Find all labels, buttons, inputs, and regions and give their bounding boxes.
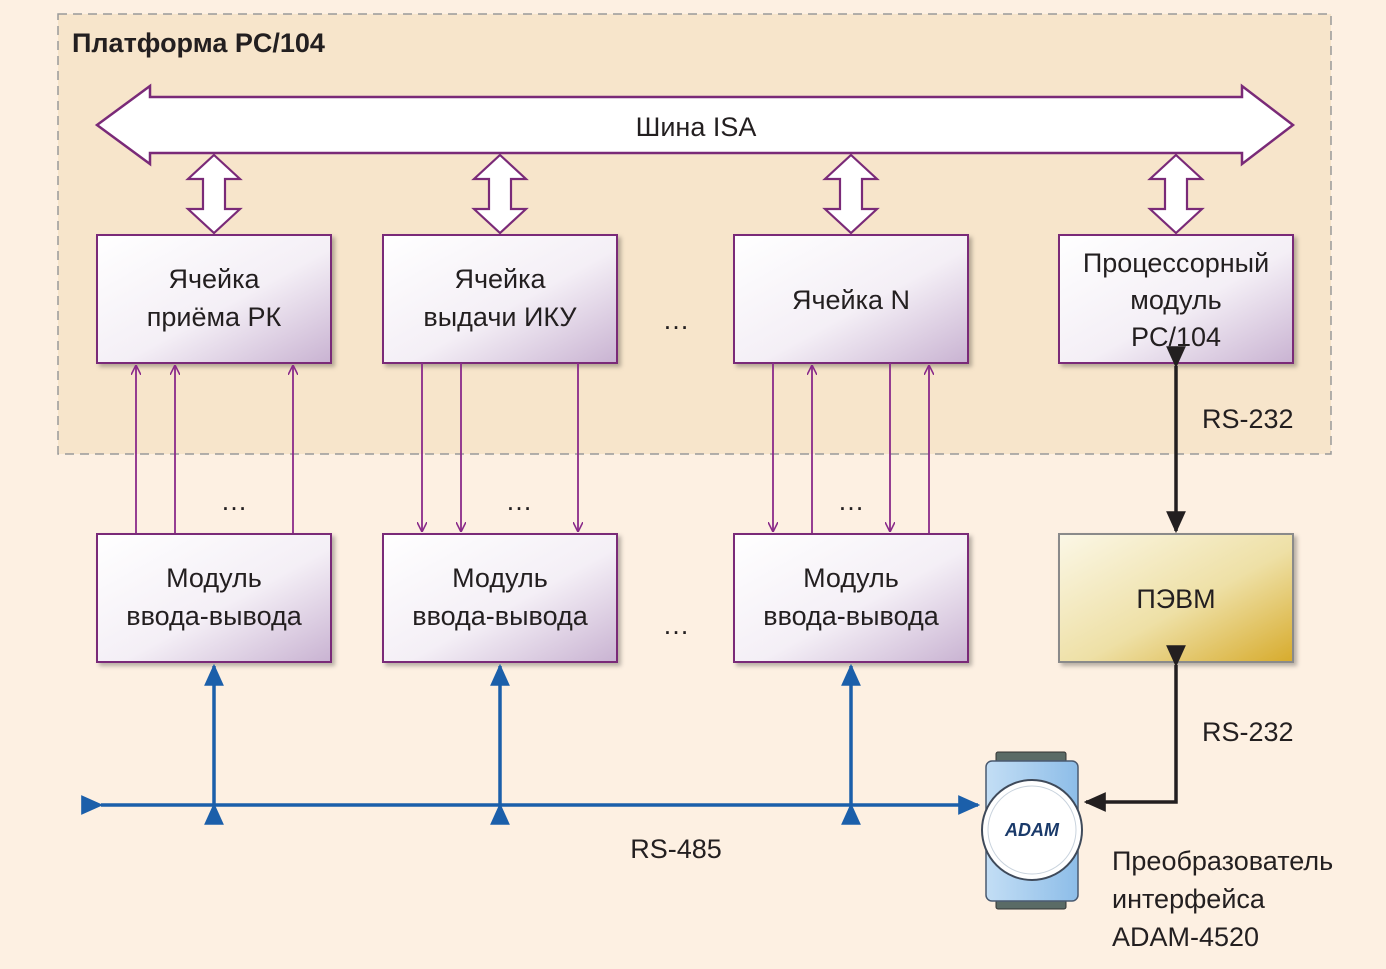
io-module-1: Модуль ввода-вывода bbox=[96, 533, 332, 663]
ellipsis-signals-3: … bbox=[838, 486, 865, 516]
ellipsis-signals-1: … bbox=[221, 486, 248, 516]
rs232-label-bottom: RS-232 bbox=[1202, 717, 1294, 747]
adam-converter: ADAM bbox=[981, 751, 1083, 910]
processor-line1: Процессорный bbox=[1083, 248, 1269, 278]
io-module-2-line2: ввода-вывода bbox=[412, 601, 589, 631]
ellipsis-modules: … bbox=[663, 610, 690, 640]
processor-line2: модуль bbox=[1130, 285, 1221, 315]
processor-line3: PC/104 bbox=[1131, 322, 1221, 352]
io-module-3-line2: ввода-вывода bbox=[763, 601, 940, 631]
bus-connector-arrow bbox=[185, 153, 243, 235]
bus-connector-arrow bbox=[1147, 153, 1205, 235]
cell-reception-line1: Ячейка bbox=[168, 264, 260, 294]
bus-connectors bbox=[185, 153, 1205, 235]
rs232-label-top: RS-232 bbox=[1202, 404, 1294, 434]
cell-reception: Ячейка приёма РК bbox=[96, 234, 332, 364]
pc-label: ПЭВМ bbox=[1136, 584, 1215, 614]
cell-n-label: Ячейка N bbox=[792, 285, 910, 315]
io-module-3-box bbox=[733, 533, 969, 663]
cell-n-box bbox=[733, 234, 969, 364]
io-module-2: Модуль ввода-вывода bbox=[382, 533, 618, 663]
platform-title: Платформа PC/104 bbox=[72, 28, 325, 58]
cell-reception-box bbox=[96, 234, 332, 364]
io-module-1-line1: Модуль bbox=[166, 563, 262, 593]
cell-output-line1: Ячейка bbox=[454, 264, 546, 294]
isa-bus-arrow bbox=[94, 83, 1296, 167]
pc-box: ПЭВМ bbox=[1058, 533, 1294, 663]
adam-face-inner bbox=[987, 785, 1077, 875]
converter-line1: Преобразователь bbox=[1112, 846, 1333, 876]
bus-connector-arrow bbox=[471, 153, 529, 235]
cell-output-line2: выдачи ИКУ bbox=[423, 302, 577, 332]
cell-output-box bbox=[382, 234, 618, 364]
cell-reception-line2: приёма РК bbox=[147, 302, 282, 332]
cell-n: Ячейка N bbox=[733, 234, 969, 364]
adam-logo: ADAM bbox=[1004, 820, 1060, 840]
converter-line2: интерфейса bbox=[1112, 884, 1266, 914]
signal-lines bbox=[136, 363, 929, 533]
ellipsis-signals-2: … bbox=[506, 486, 533, 516]
isa-bus-label: Шина ISA bbox=[636, 112, 757, 142]
adam-face bbox=[981, 779, 1083, 881]
processor-module: Процессорный модуль PC/104 bbox=[1058, 234, 1294, 364]
ellipsis-cells: … bbox=[663, 305, 690, 335]
io-module-2-box bbox=[382, 533, 618, 663]
io-module-1-box bbox=[96, 533, 332, 663]
converter-line3: ADAM-4520 bbox=[1112, 922, 1259, 952]
bus-connector-arrow bbox=[822, 153, 880, 235]
io-module-2-line1: Модуль bbox=[452, 563, 548, 593]
io-module-3-line1: Модуль bbox=[803, 563, 899, 593]
pc-box-rect bbox=[1058, 533, 1294, 663]
io-module-1-line2: ввода-вывода bbox=[126, 601, 303, 631]
cell-output: Ячейка выдачи ИКУ bbox=[382, 234, 618, 364]
rs232-link-bottom bbox=[1083, 645, 1186, 812]
rs485-label: RS-485 bbox=[630, 834, 722, 864]
processor-module-box bbox=[1058, 234, 1294, 364]
io-module-3: Модуль ввода-вывода bbox=[733, 533, 969, 663]
